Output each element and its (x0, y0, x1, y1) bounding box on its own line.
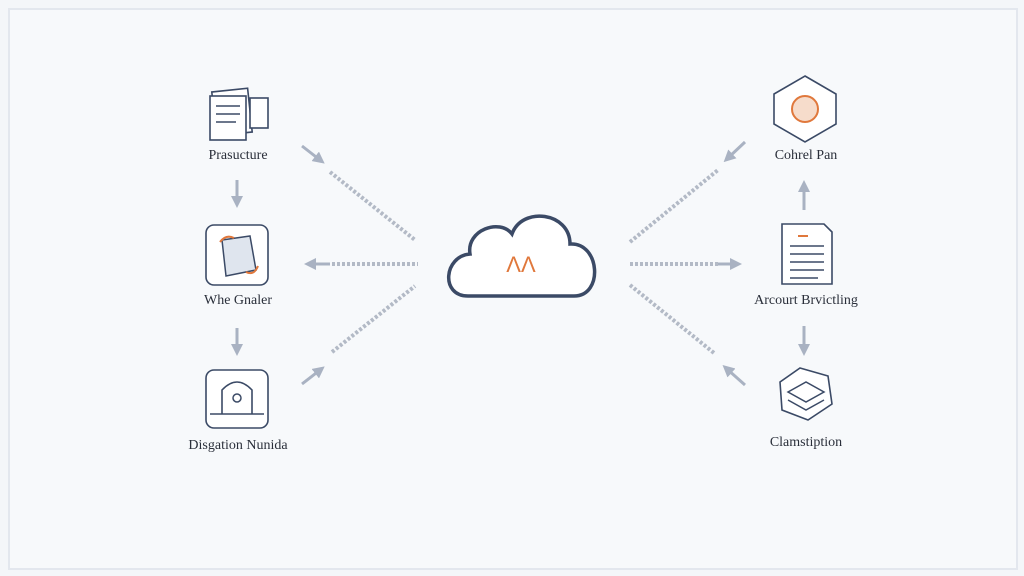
documents-icon (209, 87, 269, 141)
node-label: Cohrel Pan (775, 148, 838, 163)
document-icon (781, 223, 833, 285)
node-label: Arcourt Brvictling (754, 293, 858, 308)
node-cohrel-pan[interactable]: Cohrel Pan (773, 75, 838, 163)
lock-tower-icon (205, 369, 269, 429)
node-whe-gnaler[interactable]: Whe Gnaler (204, 224, 272, 308)
node-clamstiption[interactable]: Clamstiption (770, 367, 842, 450)
chain-connector-right-bottom (628, 283, 716, 355)
node-label: Disgation Nunida (188, 438, 288, 453)
node-label: Clamstiption (770, 435, 842, 450)
node-label: Prasucture (208, 148, 267, 163)
hub-glyph: ΛΛ (506, 252, 536, 277)
stacked-box-icon (779, 367, 833, 421)
node-arcourt-brvictling[interactable]: Arcourt Brvictling (754, 223, 858, 308)
arrow-to-right-top (723, 140, 747, 163)
chain-connector-left-bottom (330, 284, 417, 354)
cloud-icon: ΛΛ (447, 214, 597, 298)
node-label: Whe Gnaler (204, 293, 272, 308)
node-prasucture[interactable]: Prasucture (208, 87, 269, 163)
arrow-from-right-bottom (722, 365, 746, 387)
node-disgation-nunida[interactable]: Disgation Nunida (188, 369, 288, 453)
arrow-from-left-bottom (301, 366, 325, 386)
chain-connector-left-top (328, 170, 417, 242)
arrow-to-hub-top-left (301, 144, 325, 164)
chain-connector-right-top (628, 168, 720, 244)
